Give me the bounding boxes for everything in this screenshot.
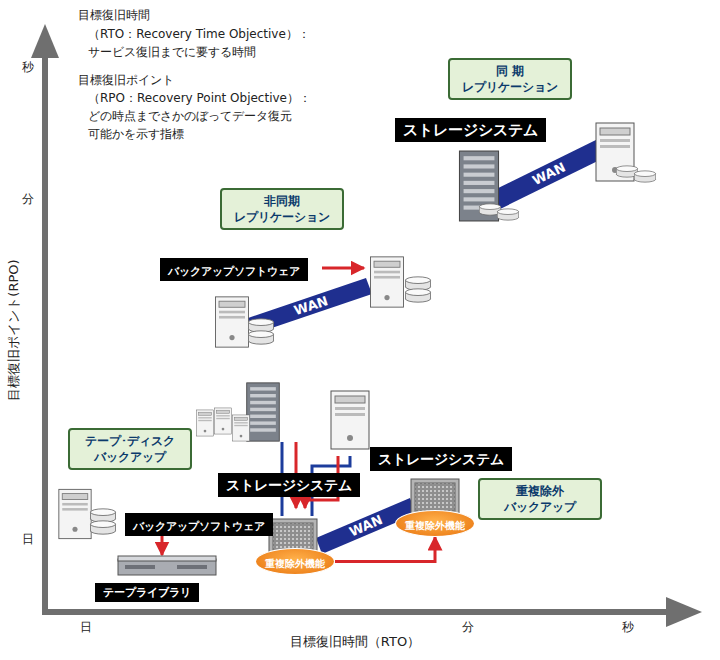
note-text: 日	[80, 620, 92, 634]
note-text: 目標復旧時間	[78, 8, 150, 22]
wan-label: WAN	[347, 512, 385, 540]
software-label: バックアップソフトウェア	[125, 513, 273, 536]
note-text: （RTO：Recovery Time Objective）：	[88, 27, 310, 41]
server-icons	[59, 123, 656, 559]
note-text: 可能かを示す指標	[88, 127, 184, 141]
wan-label: WAN	[292, 293, 330, 319]
label-text: 重複除外機能	[405, 520, 465, 531]
storage-label: ストレージシステム	[218, 473, 360, 497]
wan-label: WAN	[530, 159, 568, 188]
dedup-function: 重複除外機能	[395, 510, 475, 537]
region-fill	[160, 150, 430, 350]
region-fill	[395, 35, 715, 240]
label-text: ストレージシステム	[403, 121, 538, 139]
region-heading: テープ･ディスク バックアップ	[68, 428, 192, 470]
note-text: どの時点までさかのぼってデータ復元	[88, 109, 292, 123]
label-text: バックアップソフトウェア	[168, 265, 300, 278]
tape-library: テープライブラリ	[95, 555, 199, 602]
dedup-region: 重複除外 バックアップストレージシステムストレージシステム重複除外機能重複除外機…	[200, 370, 500, 610]
async-region: 非同期 レプリケーションバックアップソフトウェア	[160, 150, 430, 350]
axis-title: 目標復旧時間（RTO）	[290, 634, 420, 650]
region-heading: 重複除外 バックアップ	[478, 478, 602, 520]
tape-device	[117, 555, 217, 577]
label-text: 重複除外機能	[265, 558, 325, 569]
region-ellipse	[160, 150, 430, 350]
note-text: サービス復旧までに要する時間	[88, 45, 256, 59]
region-heading: 非同期 レプリケーション	[220, 188, 344, 230]
note-text: （RPO：Recovery Point Objective）：	[88, 91, 311, 105]
sync-region: 同 期 レプリケーションストレージシステム	[395, 35, 715, 240]
flow-arrow	[161, 536, 164, 555]
note-text: 目標復旧ポイント	[78, 73, 174, 87]
region-fill	[200, 370, 500, 610]
label-text: テープライブラリ	[95, 583, 199, 602]
axes	[31, 24, 702, 627]
tape-region: テープ･ディスク バックアップバックアップソフトウェアテープライブラリ	[35, 438, 270, 616]
software-label: バックアップソフトウェア	[160, 258, 308, 281]
region-heading: 同 期 レプリケーション	[448, 58, 572, 100]
note-text: 秒	[22, 60, 34, 74]
label-text: ストレージシステム	[226, 477, 352, 493]
storage-label: ストレージシステム	[370, 447, 512, 471]
japan-map	[199, 46, 681, 578]
label-text: ストレージシステム	[378, 451, 504, 467]
note-text: 日	[22, 532, 34, 546]
dedup-function: 重複除外機能	[255, 548, 335, 575]
storage-label: ストレージシステム	[395, 118, 546, 142]
axis-title: 目標復旧ポイント(RPO)	[6, 259, 22, 400]
note-text: 分	[462, 620, 474, 634]
note-text: 分	[22, 192, 34, 206]
flow-arrow	[335, 537, 435, 562]
label-text: バックアップソフトウェア	[133, 520, 265, 533]
note-text: 秒	[622, 620, 634, 634]
